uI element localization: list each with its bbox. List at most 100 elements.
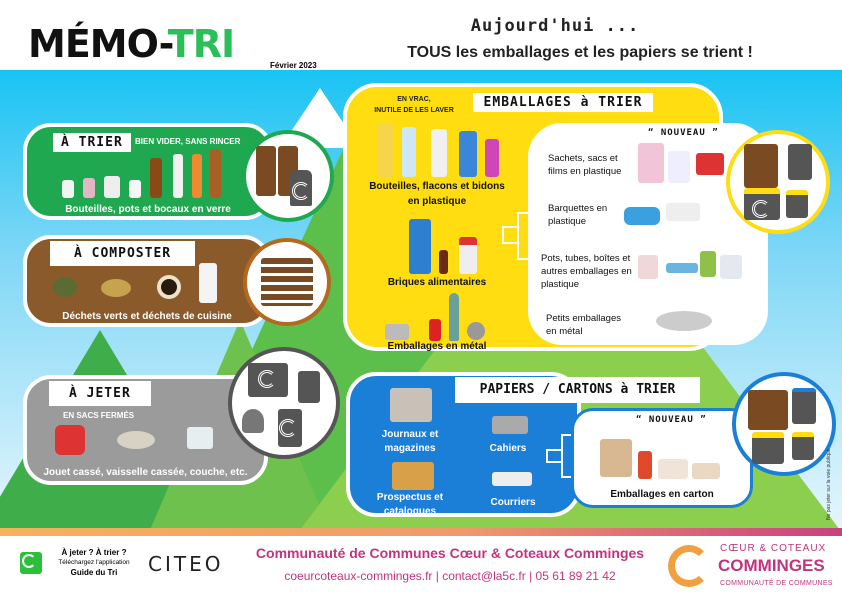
bottom-strip [0,528,842,536]
yogurt-image [638,255,658,279]
date: Février 2023 [270,61,317,70]
brand-line-2: COMMINGES [718,556,825,575]
packaging-bin-circle [726,130,830,234]
glass-caption: Bouteilles, pots et bocaux en verre [65,204,231,215]
new-item-small-metal: Petits emballages en métal [546,313,621,337]
oil-bottle-image [377,123,393,177]
can-image [429,319,441,341]
new-item-trays: Barquettes en plastique [548,203,608,227]
food-box-image [658,459,688,479]
paper-container-icon [748,390,788,430]
paper-item-letters: Courriers [490,497,536,508]
water-bottle-image [402,127,416,177]
comminges-logo-icon [668,545,710,587]
jar-image [83,178,95,198]
yellow-lid-bin-icon [792,432,814,460]
bottle-image [210,149,221,198]
tagline-2: TOUS les emballages et les papiers se tr… [407,44,753,61]
jar-image [104,176,120,198]
aerosol-image [449,293,459,341]
packaging-item-cartons: Briques alimentaires [387,277,487,288]
organization-name: Communauté de Communes Cœur & Coteaux Co… [255,545,645,561]
film-image [696,153,724,175]
packaging-note: EN VRAC,INUTILE DE LES LAVER [374,96,454,114]
letters-image [492,472,532,486]
compost-panel: À COMPOSTER Déchets verts et déchets de … [23,235,271,327]
glass-bin-icon [290,170,312,206]
tube-image [666,263,698,273]
compost-caption: Déchets verts et déchets de cuisine [62,311,232,322]
trash-container-icon [248,363,288,397]
notebooks-image [492,416,528,434]
trash-bin-icon [298,371,320,403]
wheelie-bin-icon [278,409,302,447]
glass-container-icon [256,146,276,196]
packaging-new-panel: “ NOUVEAU ” Sachets, sacs et films en pl… [528,123,768,345]
glass-title: À TRIER [53,133,131,152]
bottle-image [150,158,162,198]
milk-carton-image [459,237,477,274]
bag-image [638,143,664,183]
rolls-image [692,463,720,479]
packaging-item-bottles: Bouteilles, flacons et bidons en plastiq… [369,181,505,207]
shampoo-bottle-image [485,139,499,177]
composter-icon [261,258,313,306]
milk-bottle-image [431,129,447,177]
peel-image [101,279,131,297]
side-note: Ne pas jeter sur la voie publique [826,448,832,520]
small-metal-image [656,311,712,331]
app-promo: À jeter ? À trier ? Téléchargez l'applic… [58,548,130,577]
juice-carton-image [409,219,431,274]
jar-image [62,180,74,198]
pizza-box-image [600,439,632,477]
trash-caption: Jouet cassé, vaisselle cassée, couche, e… [43,467,248,478]
packaging-container-icon [744,144,778,188]
catalogues-image [392,462,434,490]
new-label: “ NOUVEAU ” [648,128,719,138]
memo-tri-logo: MÉMO-TRI [28,22,235,66]
coffee-filter-image [157,275,181,299]
citeo-logo: CITEO [148,552,224,576]
guide-du-tri-app-icon[interactable] [20,552,42,574]
brand-line-3: COMMUNAUTÉ DE COMMUNES [720,580,833,587]
paper-new-item: Emballages en carton [610,489,714,500]
packaging-bin-icon [788,144,812,180]
jar-image [129,180,141,198]
tin-image [385,324,409,340]
paper-new-panel: “ NOUVEAU ” Emballages en carton [571,408,753,508]
packaging-item-metal: Emballages en métal [387,341,487,352]
trash-panel: À JETER EN SACS FERMÉS Jouet cassé, vais… [23,375,268,485]
yellow-lid-bin-icon [786,190,808,218]
glass-note: BIEN VIDER, SANS RINCER [135,137,241,146]
open-can-image [467,322,485,340]
newspapers-image [390,388,432,422]
tray-image [624,207,660,225]
bottle-image [192,154,202,198]
packaging-title: EMBALLAGES à TRIER [473,93,653,112]
paper-towel-image [199,263,217,303]
detergent-bottle-image [459,131,477,177]
toy-image [55,425,85,455]
compost-title: À COMPOSTER [50,241,196,266]
carton-image [439,250,448,274]
bag-image [668,151,690,183]
compost-circle [243,238,331,326]
paper-item-notebooks: Cahiers [489,443,527,454]
glass-panel: À TRIER BIEN VIDER, SANS RINCER Bouteill… [23,123,273,220]
cereal-box-image [638,451,652,479]
trash-bin-circle [228,347,340,459]
pouch-image [700,251,716,277]
glass-bin-circle [242,130,334,222]
contact-info[interactable]: coeurcoteaux-comminges.fr | contact@la5c… [284,569,616,583]
new-item-bags: Sachets, sacs et films en plastique [548,153,622,177]
bottle-image [173,154,183,198]
trash-bag-icon [242,409,264,433]
paper-title: PAPIERS / CARTONS à TRIER [455,377,700,403]
yellow-lid-bin-icon [744,188,780,220]
paper-bin-circle [732,372,836,476]
yellow-lid-bin-icon [752,432,784,464]
green-waste-image [53,277,77,297]
paper-bin-icon [792,388,816,424]
paper-item-newspapers: Journaux et magazines [381,429,439,454]
new-item-pots: Pots, tubes, boîtes et autres emballages… [541,253,632,290]
